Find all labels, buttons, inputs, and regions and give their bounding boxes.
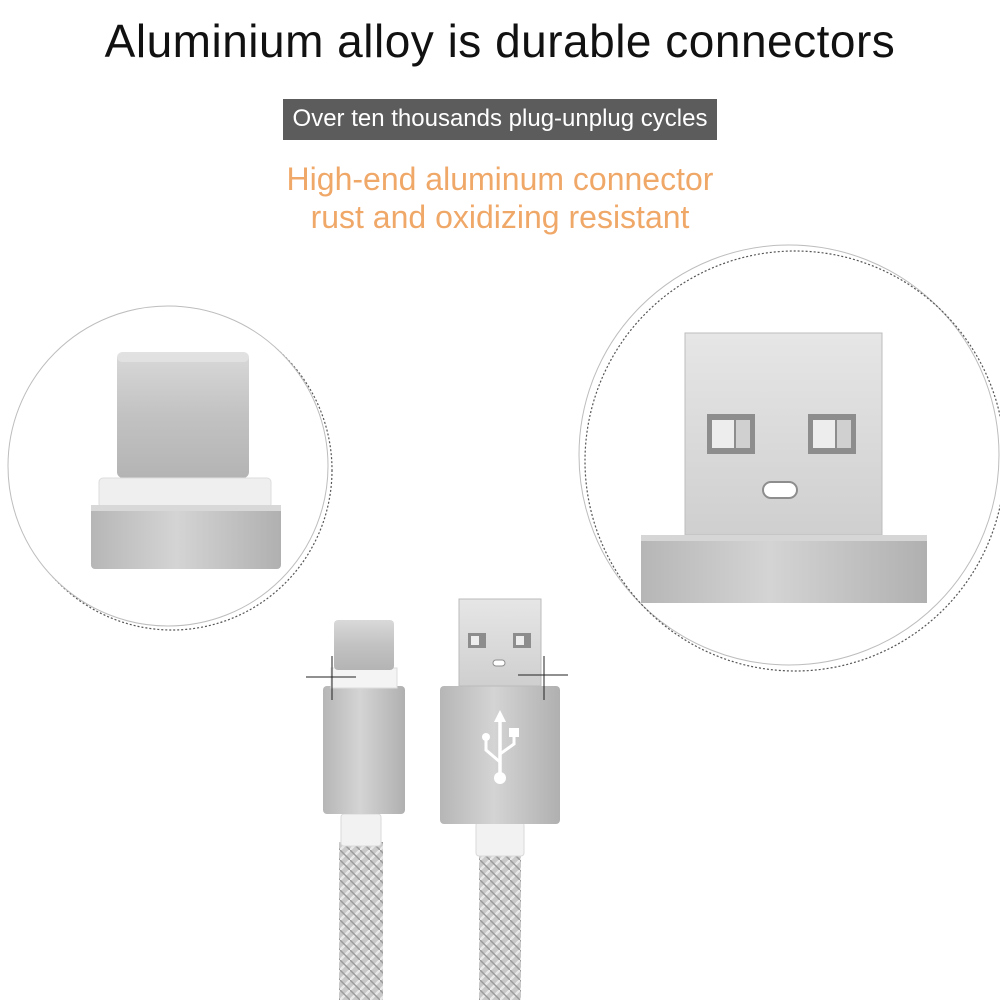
usb-c-cable [306, 620, 405, 1000]
usb-c-zoom-circle [7, 305, 333, 631]
usb-c-housing-zoom [91, 505, 281, 569]
usb-icon [482, 710, 519, 784]
tagline: High-end aluminum connector rust and oxi… [0, 160, 1000, 236]
usb-a-housing-zoom [641, 535, 927, 603]
tagline-line-1: High-end aluminum connector [286, 161, 714, 197]
cycles-badge: Over ten thousands plug-unplug cycles [282, 99, 718, 140]
headline: Aluminium alloy is durable connectors [104, 15, 896, 67]
usb-a-cable [440, 598, 568, 1000]
badge-wrap: Over ten thousands plug-unplug cycles [0, 99, 1000, 140]
usb-c-plug-zoom [117, 352, 249, 478]
usb-c-collar-zoom [98, 477, 272, 509]
tagline-line-2: rust and oxidizing resistant [310, 199, 690, 235]
usb-a-zoom-circle [578, 244, 1000, 672]
